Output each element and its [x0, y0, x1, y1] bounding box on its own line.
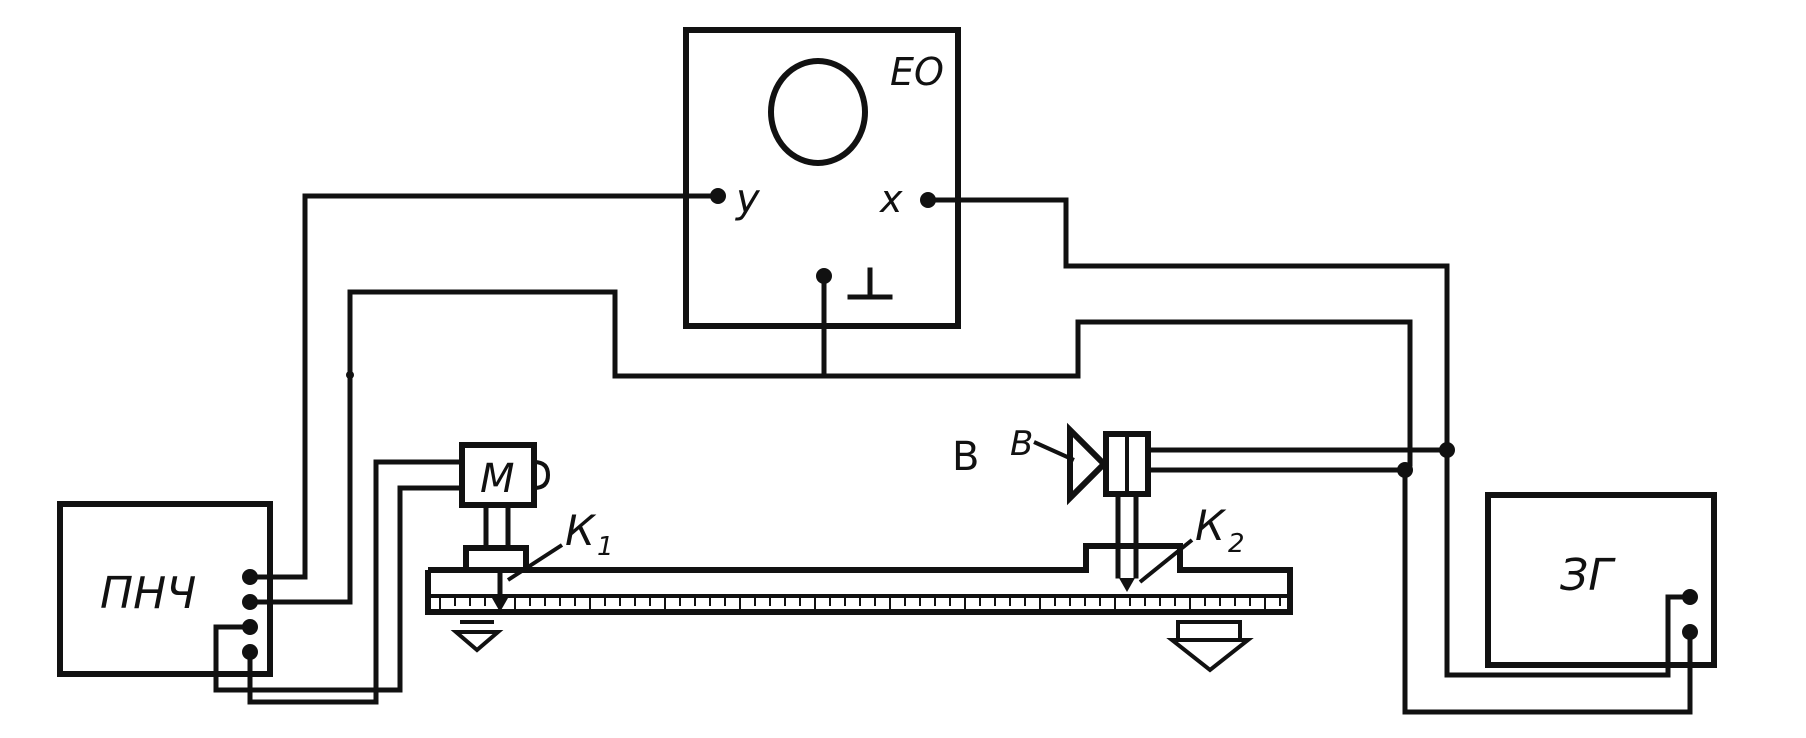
input-x-label: х: [879, 177, 903, 221]
probe-k2-leader: [1138, 538, 1194, 584]
left-support: [450, 620, 504, 653]
ground-icon: [847, 267, 893, 300]
wire-ground-right: [1075, 319, 1413, 467]
right-support: [1166, 620, 1254, 673]
wire-vibrator-bottom: [1145, 467, 1693, 715]
junction-bottom: [1397, 462, 1413, 478]
generator-box: [1485, 492, 1717, 668]
amplifier-label: ПНЧ: [100, 568, 196, 619]
oscilloscope-screen: [768, 58, 868, 166]
motor-mount: [463, 545, 529, 573]
input-y-label: у: [735, 176, 761, 222]
wire-motor-1: [247, 459, 465, 705]
probe-k1-subscript: 1: [597, 532, 614, 562]
probe-k2-arrow: [1119, 578, 1135, 592]
probe-k2-subscript: 2: [1228, 529, 1245, 559]
wire-vibrator-top: [1145, 447, 1693, 678]
probe-k1-label: К: [565, 506, 597, 555]
probe-k1-leader: [506, 543, 564, 582]
junction-left-small: [346, 371, 354, 379]
motor-box: [459, 442, 537, 508]
vibrator-leader: [1033, 440, 1075, 462]
junction-top: [1439, 442, 1455, 458]
motor-label: М: [480, 456, 515, 502]
probe-k2-label: К: [1195, 501, 1227, 550]
vibrator-label: В: [952, 434, 979, 480]
measurement-scale: [425, 543, 1293, 615]
vibrator-cone: [1067, 422, 1109, 506]
oscilloscope-label: ЕО: [890, 50, 944, 94]
wire-motor-2: [213, 485, 465, 693]
probe-k1-arrow: [492, 572, 508, 612]
generator-label: ЗГ: [1560, 550, 1616, 601]
motor-shaft-end: [533, 460, 551, 490]
amplifier-box: [57, 501, 273, 677]
wire-y-input: [247, 193, 721, 580]
vibrator-side-label: В: [1010, 424, 1033, 464]
wire-x-input: [925, 197, 1450, 453]
